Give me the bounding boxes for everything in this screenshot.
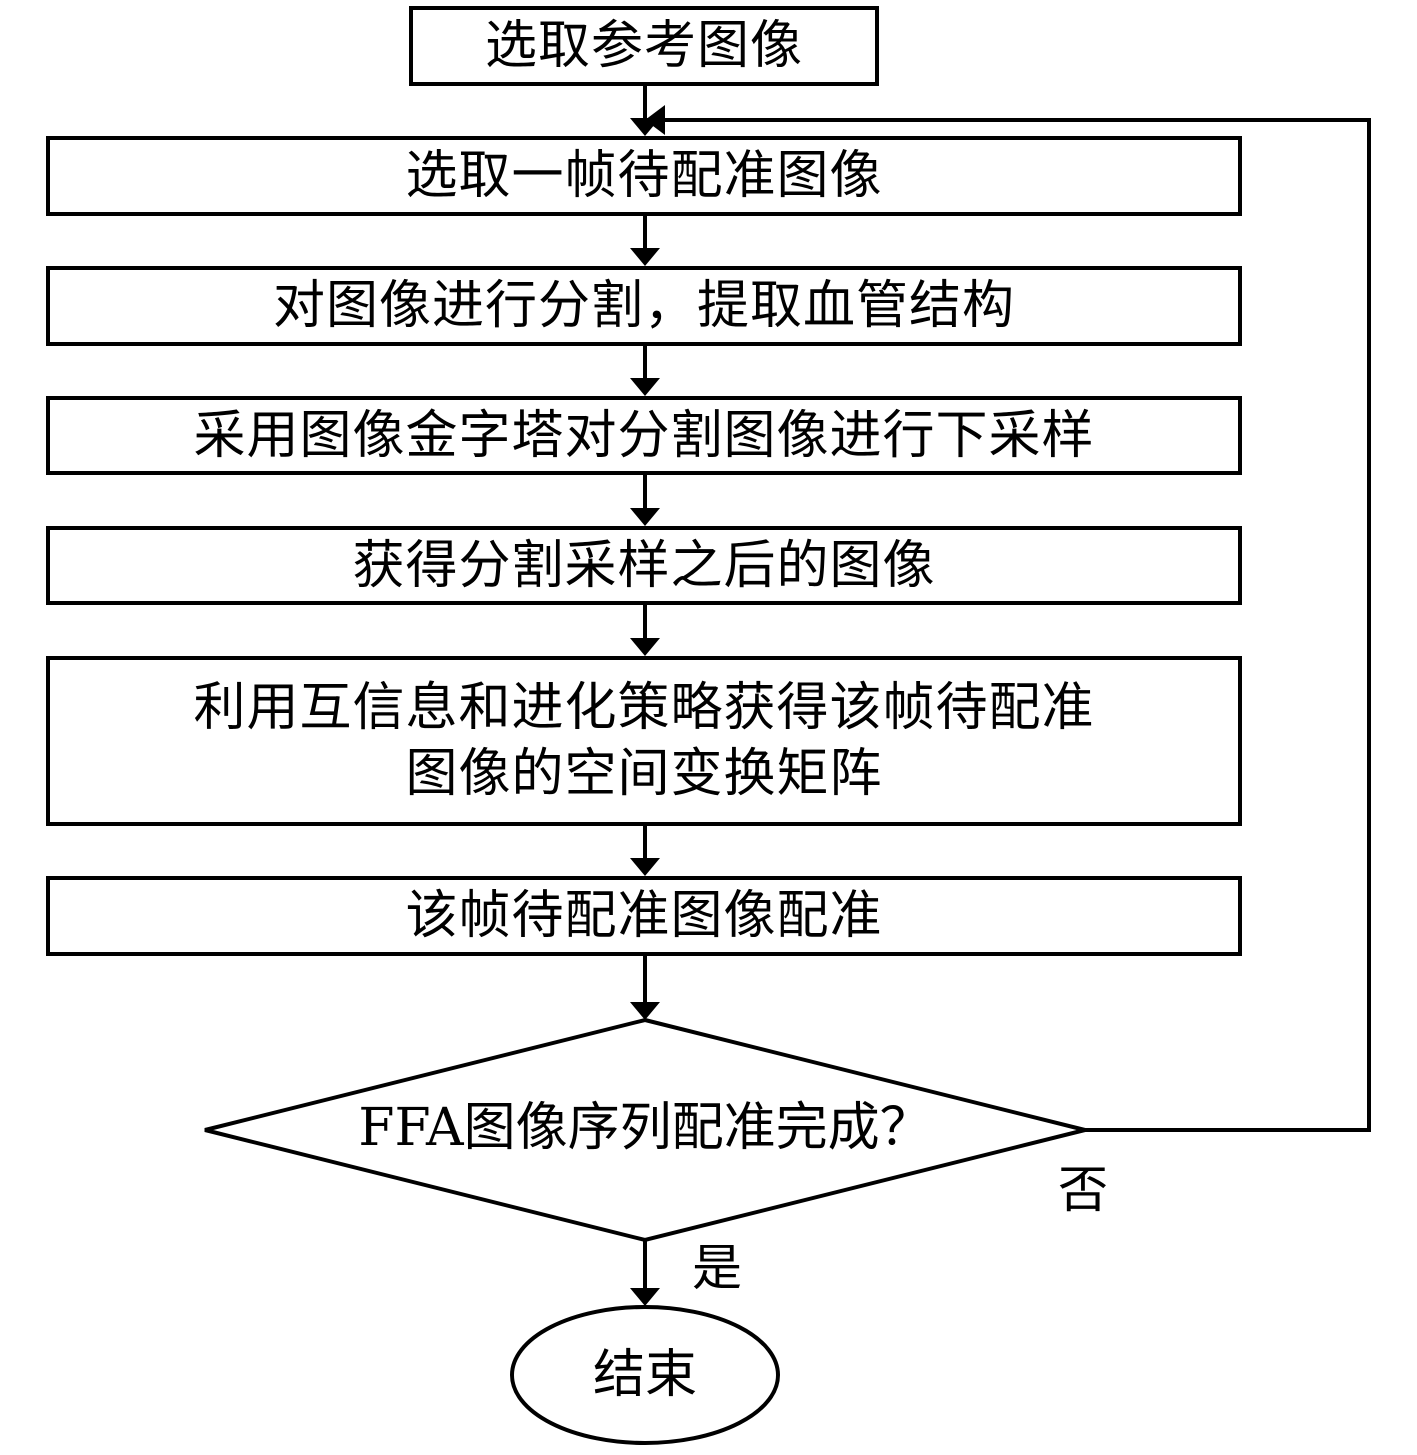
arrowhead-loop-back (645, 105, 665, 135)
obtain-image-text: 获得分割采样之后的图像 (352, 535, 936, 596)
select-frame-box: 选取一帧待配准图像 (46, 136, 1242, 216)
arrowhead-select-to-segment (630, 248, 660, 266)
arrowhead-obtain-to-transform (630, 638, 660, 656)
arrowhead-decision-to-end (630, 1288, 660, 1306)
end-ellipse (510, 1305, 780, 1445)
loop-back-line (662, 118, 1371, 1132)
arrowhead-segment-to-pyramid (630, 378, 660, 396)
start-step-box: 选取参考图像 (409, 6, 879, 86)
pyramid-box: 采用图像金字塔对分割图像进行下采样 (46, 396, 1242, 475)
arrowhead-register-to-decision (630, 1002, 660, 1020)
arrowhead-transform-to-register (630, 858, 660, 876)
register-text: 该帧待配准图像配准 (405, 886, 883, 946)
select-frame-text: 选取一帧待配准图像 (405, 146, 883, 206)
start-step-text: 选取参考图像 (484, 16, 803, 76)
decision-text: FFA图像序列配准完成？ (358, 1098, 932, 1158)
register-box: 该帧待配准图像配准 (46, 876, 1242, 956)
segment-text: 对图像进行分割，提取血管结构 (272, 276, 1015, 336)
decision-yes-label: 是 (692, 1239, 742, 1297)
obtain-image-box: 获得分割采样之后的图像 (46, 526, 1242, 605)
transform-box: 利用互信息和进化策略获得该帧待配准 图像的空间变换矩阵 (46, 656, 1242, 826)
arrowhead-pyramid-to-obtain (630, 508, 660, 526)
decision-no-label: 否 (1058, 1161, 1108, 1219)
segment-box: 对图像进行分割，提取血管结构 (46, 266, 1242, 346)
pyramid-text: 采用图像金字塔对分割图像进行下采样 (193, 405, 1095, 466)
end-text: 结束 (592, 1345, 697, 1405)
transform-text: 利用互信息和进化策略获得该帧待配准 图像的空间变换矩阵 (193, 678, 1095, 804)
